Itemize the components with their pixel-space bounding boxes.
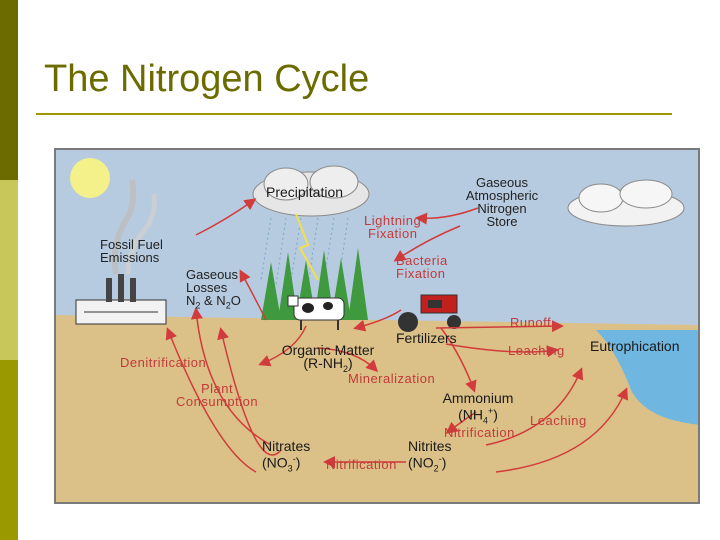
- label-leaching-ground: Leaching: [530, 413, 587, 428]
- sky: [56, 150, 698, 325]
- label-lightning-line-2: Fixation: [368, 226, 418, 241]
- label-lightning-line-1: Lightning: [364, 213, 422, 228]
- label-bacteria-line-1: Bacteria: [396, 253, 448, 268]
- tractor-icon: [398, 294, 461, 332]
- label-bacteria-fixation: Bacteria Fixation: [396, 254, 448, 280]
- atmosphere-cloud-icon: [567, 179, 685, 227]
- label-plant-consumption: Plant Consumption: [176, 382, 258, 408]
- label-organic-line-1: Organic Matter: [281, 342, 375, 358]
- label-gaseous-store-line-2: Atmospheric: [465, 188, 539, 203]
- label-runoff: Runoff: [510, 315, 552, 330]
- factory-icon: [75, 179, 167, 325]
- accent-bar-top: [0, 0, 18, 180]
- label-ammonium-line-2: (NH4+): [458, 406, 498, 426]
- label-nitrification-upper: Nitrification: [444, 425, 515, 440]
- sun-icon: [70, 158, 110, 198]
- label-gaseous-losses-line-1: Gaseous: [186, 267, 239, 282]
- accent-bar-bottom: [0, 360, 18, 540]
- title-underline: [36, 113, 672, 115]
- lightning-icon: [295, 213, 319, 281]
- label-organic-matter: Organic Matter (R-NH2): [272, 342, 384, 376]
- cycle-arrows: [165, 198, 628, 473]
- label-bacteria-line-2: Fixation: [396, 266, 446, 281]
- label-denitrification: Denitrification: [120, 355, 207, 370]
- label-plant-line-2: Consumption: [176, 394, 259, 409]
- label-nitrates-line-1: Nitrates: [262, 438, 311, 454]
- soil: [56, 315, 698, 502]
- label-nitrification-lower: Nitrification: [326, 457, 397, 472]
- label-gaseous-store-line-1: Gaseous: [475, 175, 529, 190]
- label-gaseous-losses-line-3: N2 & N2O: [186, 293, 241, 311]
- label-precipitation: Precipitation: [266, 184, 344, 200]
- label-plant-line-1: Plant: [200, 381, 234, 396]
- label-gaseous-losses-line-2: Losses: [186, 280, 228, 295]
- label-nitrites-line-2: (NO2-): [408, 454, 447, 474]
- water: [596, 330, 698, 425]
- label-fossil-fuel-emissions: Fossil Fuel Emissions: [100, 238, 163, 264]
- precipitation-cloud-icon: [252, 165, 370, 217]
- label-gaseous-losses: Gaseous Losses N2 & N2O: [186, 268, 241, 313]
- label-leaching-surface: Leaching: [508, 343, 565, 358]
- accent-bar-middle: [0, 180, 18, 360]
- nitrogen-cycle-diagram: Precipitation Gaseous Atmospheric Nitrog…: [54, 148, 700, 504]
- label-organic-line-2: (R-NH2): [303, 355, 353, 374]
- label-fossil-line-2: Emissions: [100, 250, 160, 265]
- label-fossil-line-1: Fossil Fuel: [100, 237, 163, 252]
- label-nitrates-line-2: (NO3-): [262, 454, 301, 474]
- label-gaseous-store-line-3: Nitrogen: [477, 201, 527, 216]
- rain-icon: [260, 217, 349, 286]
- label-gaseous-store-line-4: Store: [486, 214, 518, 229]
- diagram-artwork: [56, 150, 698, 502]
- label-mineralization: Mineralization: [348, 371, 436, 386]
- label-lightning-fixation: Lightning Fixation: [364, 214, 421, 240]
- label-eutrophication: Eutrophication: [590, 338, 680, 354]
- label-gaseous-store: Gaseous Atmospheric Nitrogen Store: [452, 176, 552, 228]
- label-fertilizers: Fertilizers: [396, 330, 457, 346]
- slide-title: The Nitrogen Cycle: [44, 58, 370, 100]
- label-ammonium: Ammonium (NH4+): [438, 390, 518, 427]
- label-ammonium-line-1: Ammonium: [442, 390, 514, 406]
- label-nitrites-line-1: Nitrites: [408, 438, 452, 454]
- label-nitrates: Nitrates (NO3-): [262, 438, 311, 475]
- cow-icon: [287, 295, 345, 330]
- label-nitrites: Nitrites (NO2-): [408, 438, 452, 475]
